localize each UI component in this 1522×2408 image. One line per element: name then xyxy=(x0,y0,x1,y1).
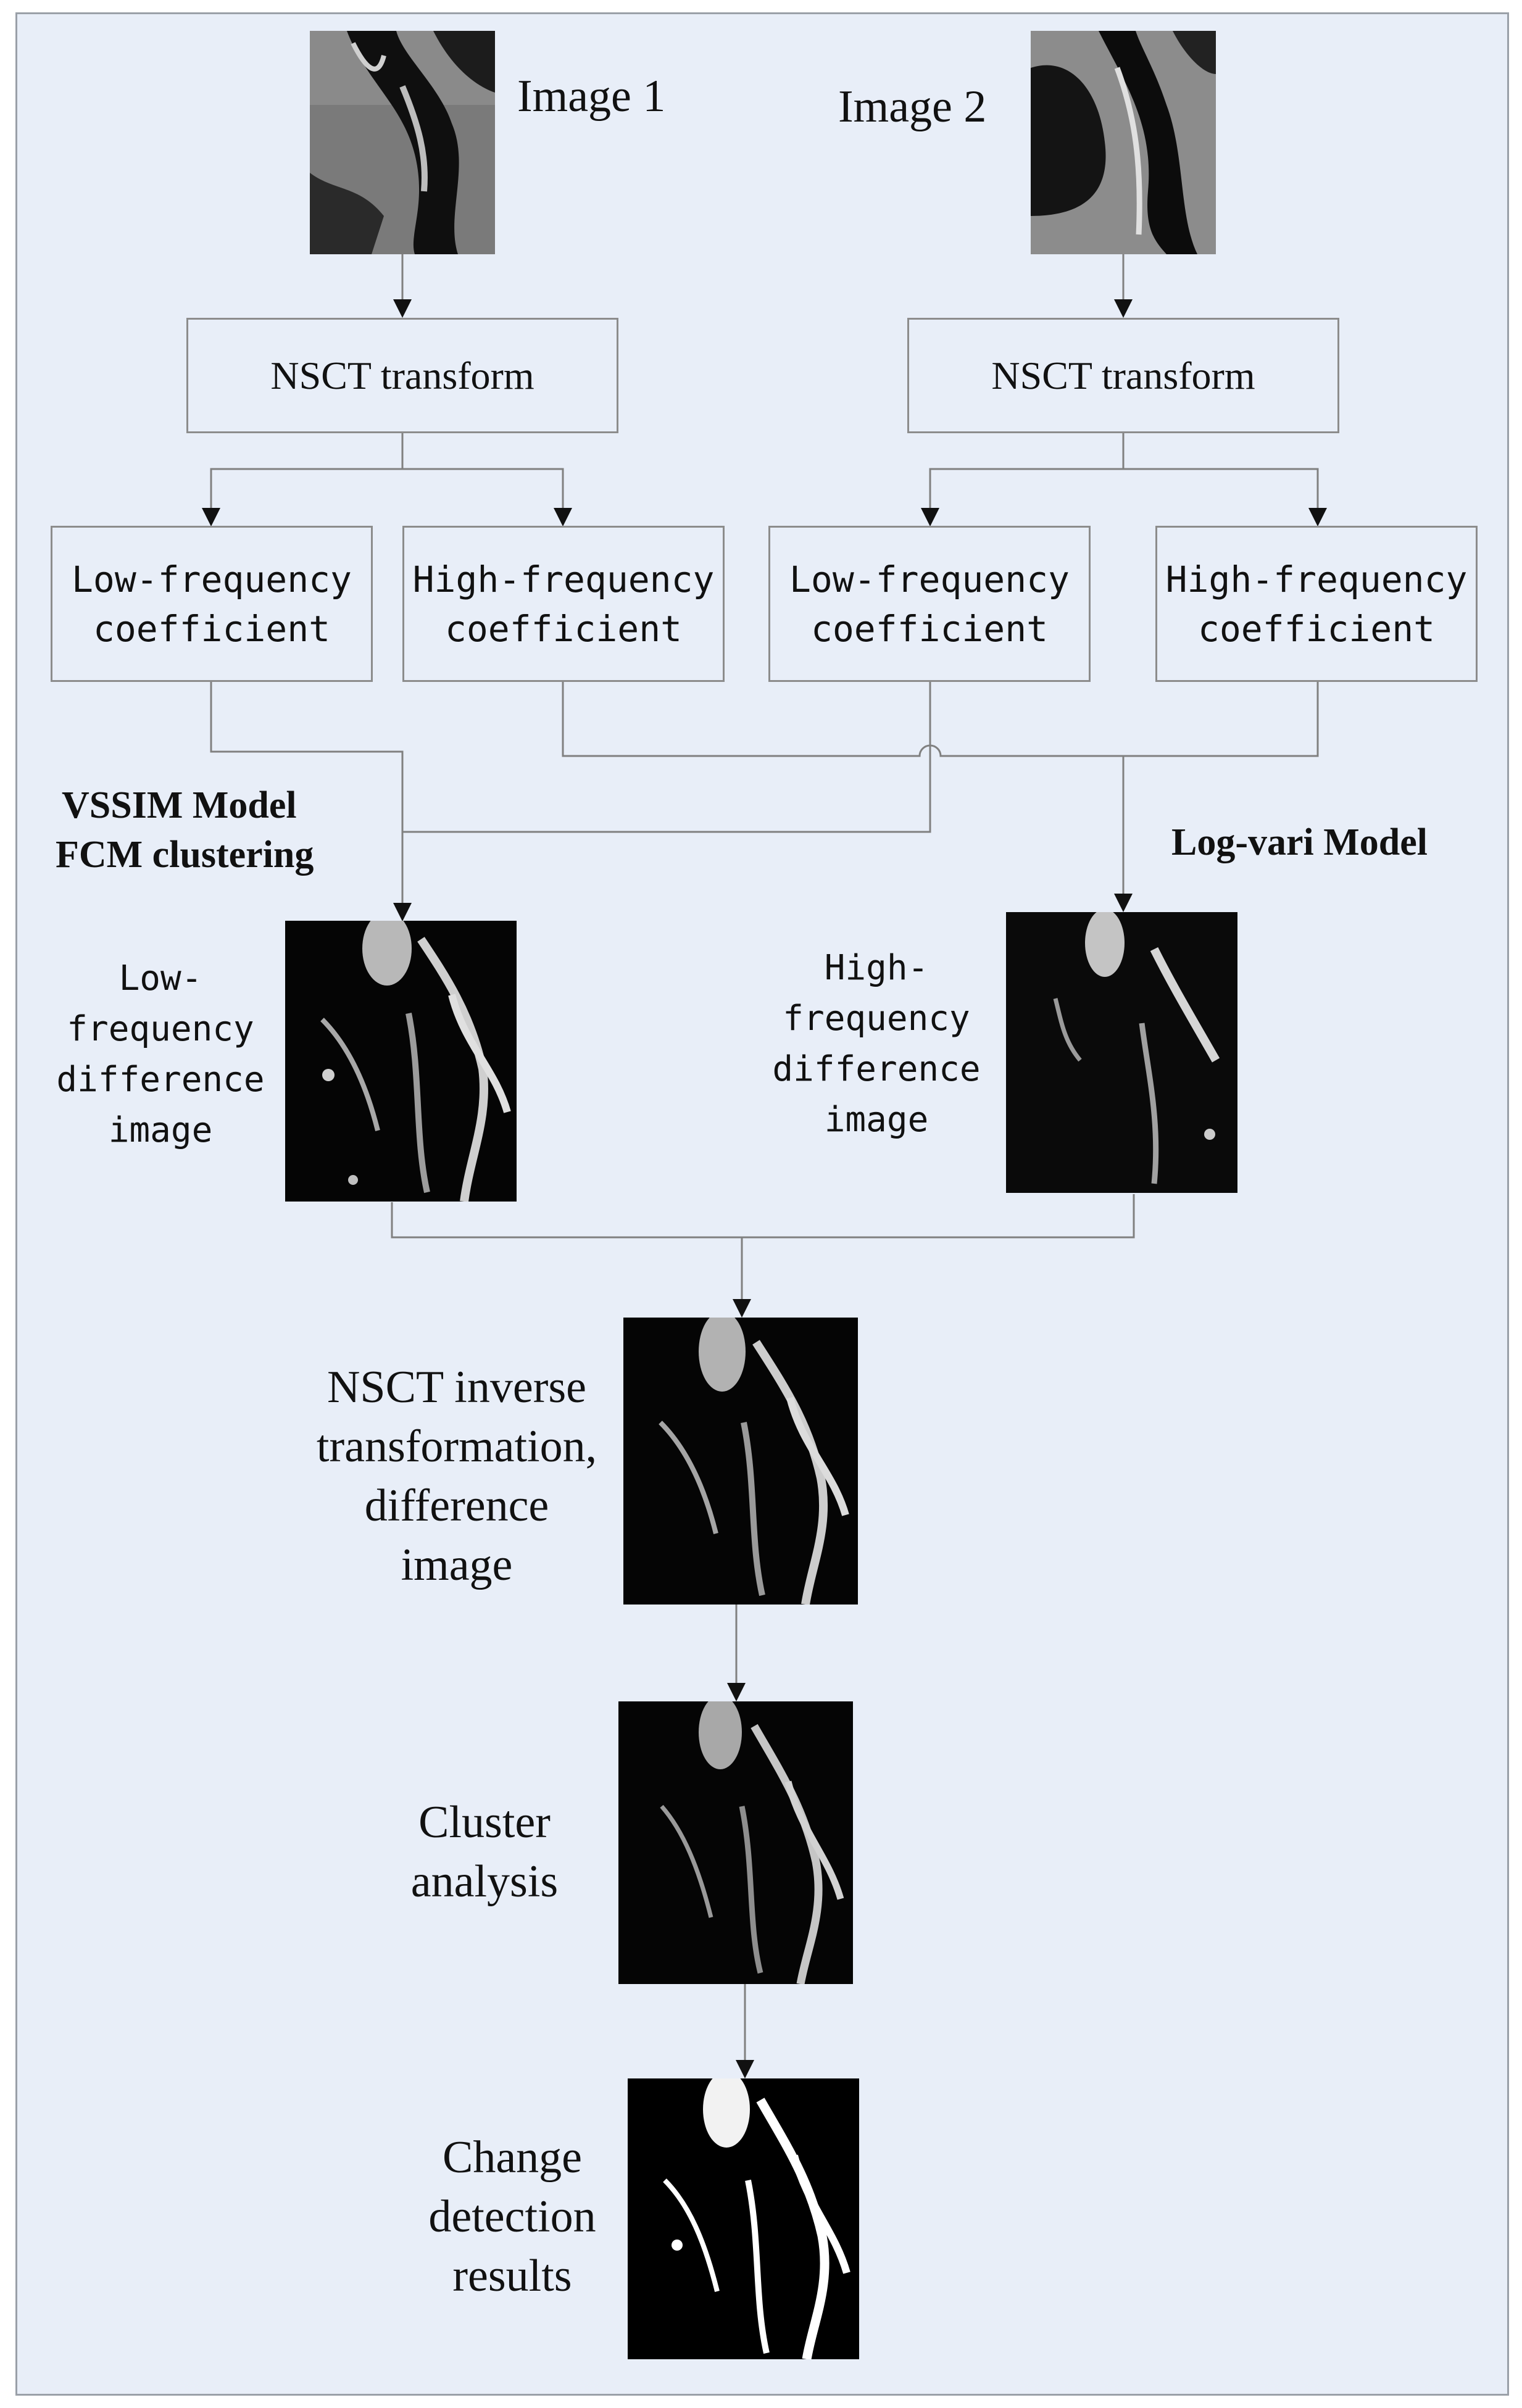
high-frequency-difference-image xyxy=(1006,912,1237,1193)
line-high-combine xyxy=(562,682,1319,757)
cluster-label: Cluster analysis xyxy=(370,1793,599,1911)
low-diff-line3: difference xyxy=(56,1060,265,1100)
right-low-line2: coefficient xyxy=(810,607,1049,650)
low-diff-line4: image xyxy=(108,1110,213,1150)
right-high-frequency-box: High-frequency coefficient xyxy=(1155,526,1478,682)
inverse-line1: NSCT inverse xyxy=(326,1362,586,1413)
right-low-frequency-box: Low-frequency coefficient xyxy=(768,526,1091,682)
cluster-analysis-image xyxy=(618,1701,853,1984)
inverse-line2: transformation, xyxy=(316,1421,597,1472)
left-high-frequency-box: High-frequency coefficient xyxy=(402,526,725,682)
left-low-frequency-box: Low-frequency coefficient xyxy=(51,526,373,682)
image1-thumbnail xyxy=(310,31,495,254)
logvari-model-label: Log-vari Model xyxy=(1171,821,1428,863)
split-left-nsct xyxy=(210,433,563,525)
high-diff-line3: difference xyxy=(772,1049,981,1089)
nsct-transform-left: NSCT transform xyxy=(186,318,618,433)
inverse-label: NSCT inverse transformation, difference … xyxy=(302,1358,611,1595)
high-diff-line1: High- xyxy=(824,948,929,988)
result-line3: results xyxy=(452,2251,572,2301)
line-diff-merge xyxy=(391,1194,1135,1239)
vssim-line1: VSSIM Model xyxy=(62,784,297,826)
nsct-transform-right-label: NSCT transform xyxy=(991,353,1255,397)
high-diff-line4: image xyxy=(824,1100,929,1140)
cluster-line1: Cluster xyxy=(418,1797,551,1848)
cluster-line2: analysis xyxy=(410,1856,559,1907)
split-right-nsct xyxy=(929,433,1318,525)
left-low-line2: coefficient xyxy=(93,607,331,650)
left-low-line1: Low-frequency xyxy=(72,558,352,600)
low-diff-line2: frequency xyxy=(67,1009,254,1049)
inverse-line4: image xyxy=(401,1540,513,1590)
image2-label: Image 2 xyxy=(838,81,987,132)
vssim-line2: FCM clustering xyxy=(56,834,314,876)
left-high-line1: High-frequency xyxy=(412,558,715,600)
right-high-line1: High-frequency xyxy=(1165,558,1468,600)
vssim-model-label: VSSIM Model FCM clustering xyxy=(56,781,314,879)
image1-label: Image 1 xyxy=(517,71,666,122)
line-left-low-to-diff xyxy=(210,682,412,921)
image2-thumbnail xyxy=(1031,31,1216,254)
low-diff-line1: Low- xyxy=(119,958,202,998)
low-frequency-difference-image xyxy=(285,921,517,1202)
inverse-line3: difference xyxy=(364,1480,549,1531)
left-high-line2: coefficient xyxy=(444,607,683,650)
result-line1: Change xyxy=(442,2132,583,2183)
inverse-difference-image xyxy=(623,1318,858,1605)
right-low-line1: Low-frequency xyxy=(789,558,1070,600)
nsct-transform-left-label: NSCT transform xyxy=(270,353,534,397)
high-diff-label: High- frequency difference image xyxy=(768,943,984,1145)
change-detection-result-image xyxy=(628,2078,859,2359)
right-high-line2: coefficient xyxy=(1197,607,1436,650)
result-label: Change detection results xyxy=(395,2128,630,2306)
nsct-transform-right: NSCT transform xyxy=(907,318,1339,433)
high-diff-line2: frequency xyxy=(783,998,970,1039)
result-line2: detection xyxy=(428,2191,596,2242)
line-right-low-to-diff xyxy=(402,682,931,833)
low-diff-label: Low- frequency difference image xyxy=(49,953,272,1156)
